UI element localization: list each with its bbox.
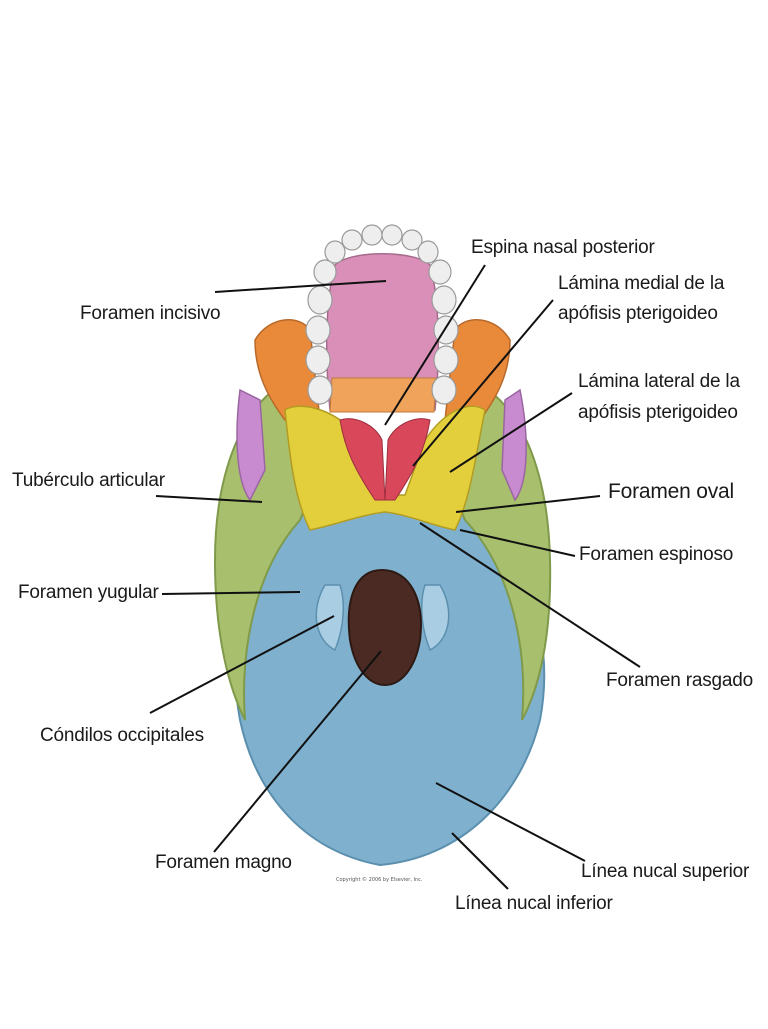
label-foramen-rasgado: Foramen rasgado [606,670,753,691]
leader-lines [149,264,641,890]
label-foramen-yugular: Foramen yugular [18,582,159,603]
teeth-arch [305,224,459,405]
label-foramen-espinoso: Foramen espinoso [579,544,734,565]
label-foramen-incisivo: Foramen incisivo [80,303,221,324]
label-tuberculo-articular: Tubérculo articular [12,470,165,491]
copyright-note: Copyright © 2006 by Elsevier, Inc. [336,877,423,883]
occipital-condyle-right [420,584,450,652]
label-linea-nucal-superior: Línea nucal superior [581,861,750,882]
label-lamina-medial-line2: apófisis pterigoideo [558,303,718,324]
choanae [339,418,431,501]
foramen-magnum [347,568,422,687]
label-lamina-lateral-line1: Lámina lateral de la [578,371,740,392]
zygomatic-right [501,388,527,502]
label-foramen-magno: Foramen magno [155,852,292,873]
label-condilos-occipitales: Cóndilos occipitales [40,725,204,746]
label-foramen-oval: Foramen oval [608,480,734,503]
zygomatic-left [236,388,266,502]
label-lamina-medial-line1: Lámina medial de la [558,273,725,294]
label-espina-nasal-posterior: Espina nasal posterior [471,237,655,258]
label-linea-nucal-inferior: Línea nucal inferior [455,893,613,914]
palatine-bone [329,377,437,413]
label-lamina-lateral-line2: apófisis pterigoideo [578,402,738,423]
